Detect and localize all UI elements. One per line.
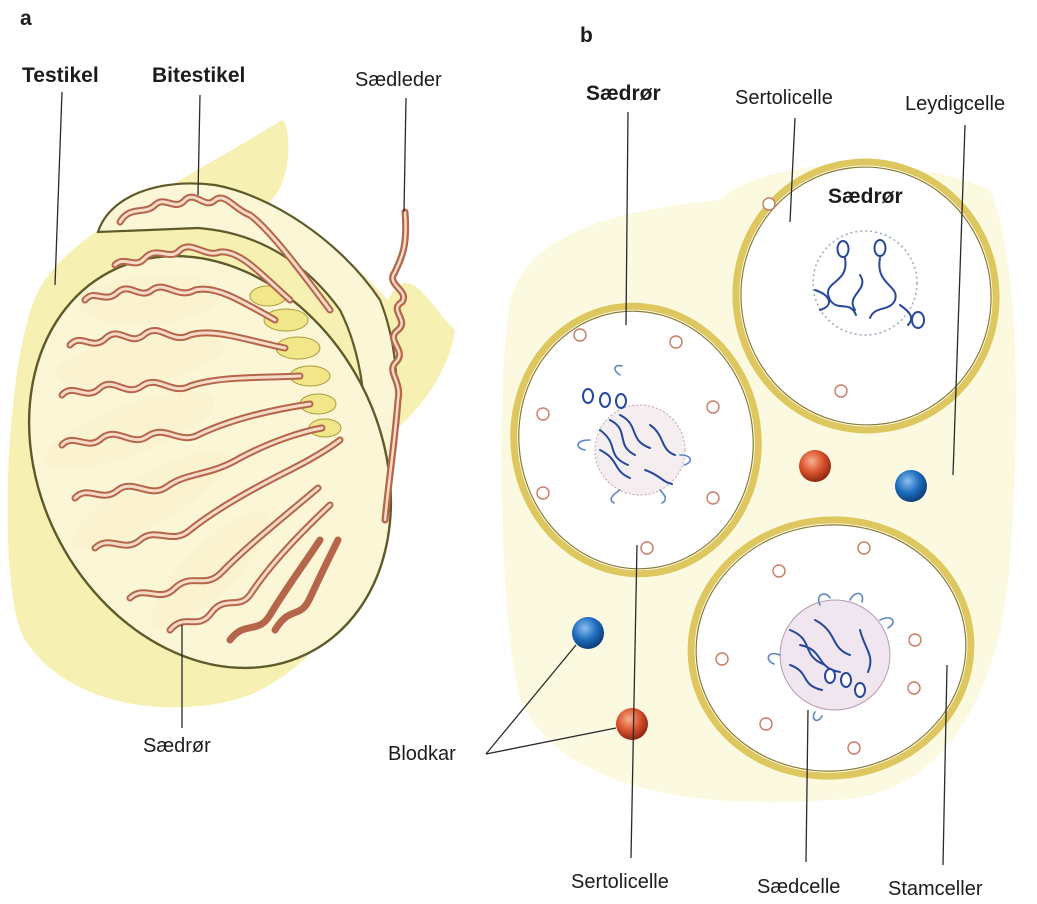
label-saedror-a: Sædrør xyxy=(143,735,211,757)
blood-vessel-blue xyxy=(572,617,604,649)
label-sertolicelle-bottom: Sertolicelle xyxy=(571,871,669,893)
panel-b: b Sædrør Sertolicelle Leydigcelle Sædrør… xyxy=(388,24,1016,900)
lumen-top xyxy=(813,231,917,335)
leader-saedleder xyxy=(404,98,406,212)
label-leydigcelle: Leydigcelle xyxy=(905,93,1005,115)
label-sertolicelle-top: Sertolicelle xyxy=(735,87,833,109)
label-saedror-inner: Sædrør xyxy=(828,185,903,208)
leader-testikel xyxy=(55,92,62,285)
lumen-bottom xyxy=(780,600,890,710)
label-saedleder: Sædleder xyxy=(355,69,442,91)
label-saedcelle: Sædcelle xyxy=(757,876,840,898)
panel-a-letter: a xyxy=(20,7,32,30)
label-blodkar: Blodkar xyxy=(388,743,456,765)
blood-vessel-red xyxy=(616,708,648,740)
label-stamceller: Stamceller xyxy=(888,878,983,900)
label-saedror-b: Sædrør xyxy=(586,82,661,105)
label-bitestikel: Bitestikel xyxy=(152,64,245,87)
blood-vessel-red-upper xyxy=(799,450,831,482)
panel-a: a Testikel Bitestikel Sædleder Sædrør xyxy=(0,7,461,757)
leydig-cell xyxy=(895,470,927,502)
lumen-left xyxy=(595,405,685,495)
panel-b-letter: b xyxy=(580,24,593,47)
label-testikel: Testikel xyxy=(22,64,99,87)
